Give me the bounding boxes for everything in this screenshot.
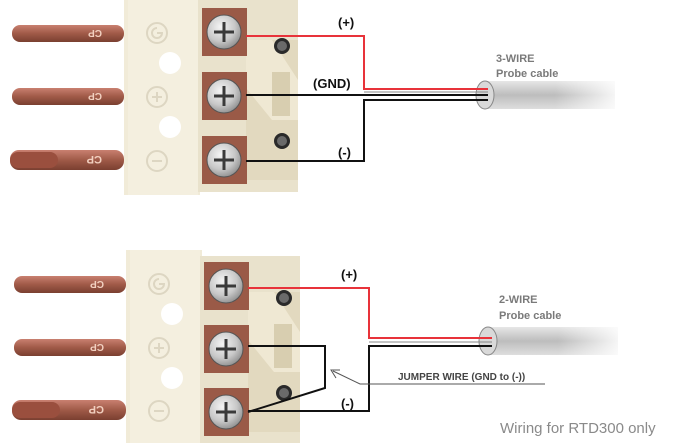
bottom-pin-3-label: CP bbox=[89, 403, 104, 415]
top-screw-1 bbox=[202, 8, 247, 56]
bottom-pin-2-label: CP bbox=[90, 341, 104, 352]
bottom-label-plus: (+) bbox=[341, 267, 357, 282]
jumper-label: JUMPER WIRE (GND to (-)) bbox=[398, 372, 525, 383]
jumper-callout: JUMPER WIRE (GND to (-)) bbox=[330, 369, 545, 385]
bottom-pins: CP CP CP bbox=[12, 276, 126, 420]
top-pin-1: CP bbox=[12, 25, 124, 42]
bottom-pin-1: CP bbox=[14, 276, 126, 293]
top-label-minus: (-) bbox=[338, 145, 351, 160]
top-wires bbox=[246, 35, 488, 162]
top-cable-label-name: Probe cable bbox=[496, 68, 558, 80]
top-wire-red bbox=[246, 35, 488, 90]
top-cable-label-type: 3-WIRE bbox=[496, 53, 535, 65]
bottom-pin-icons bbox=[148, 273, 183, 422]
bottom-pin-3: CP bbox=[12, 400, 126, 420]
top-pin-1-label: CP bbox=[88, 27, 102, 38]
top-pin-2: CP bbox=[12, 88, 124, 105]
bottom-pin-1-label: CP bbox=[90, 278, 104, 289]
top-probe-cable bbox=[475, 78, 625, 112]
bottom-pin-2: CP bbox=[14, 339, 126, 356]
top-pin-icons bbox=[146, 22, 181, 172]
bottom-wire-red bbox=[248, 287, 492, 339]
bottom-diagram: CP CP CP bbox=[12, 250, 628, 443]
bottom-label-minus: (-) bbox=[341, 396, 354, 411]
bottom-wires bbox=[247, 287, 492, 413]
top-label-gnd: (GND) bbox=[313, 76, 351, 91]
bottom-wire-black-minus bbox=[248, 345, 492, 412]
jumper-wire bbox=[247, 345, 326, 413]
top-pin-2-label: CP bbox=[88, 90, 102, 101]
bottom-cable-label-name: Probe cable bbox=[499, 310, 561, 322]
bottom-screw-2 bbox=[204, 325, 249, 373]
top-screw-3 bbox=[202, 136, 247, 184]
top-screw-2 bbox=[202, 72, 247, 120]
bottom-probe-cable bbox=[478, 324, 628, 358]
bottom-cable-label-type: 2-WIRE bbox=[499, 294, 538, 306]
bottom-screw-1 bbox=[204, 262, 249, 310]
top-pins: CP CP CP bbox=[10, 25, 124, 170]
bottom-terminal-block bbox=[200, 256, 300, 443]
bottom-connector-body bbox=[126, 250, 202, 443]
top-pin-3: CP bbox=[10, 150, 124, 170]
top-label-plus: (+) bbox=[338, 15, 354, 30]
top-wire-black-minus bbox=[246, 99, 488, 162]
top-connector-body bbox=[124, 0, 200, 195]
bottom-screw-3 bbox=[204, 388, 249, 436]
top-pin-3-label: CP bbox=[87, 153, 102, 165]
top-diagram: CP CP CP bbox=[10, 0, 625, 195]
caption: Wiring for RTD300 only bbox=[500, 420, 656, 437]
